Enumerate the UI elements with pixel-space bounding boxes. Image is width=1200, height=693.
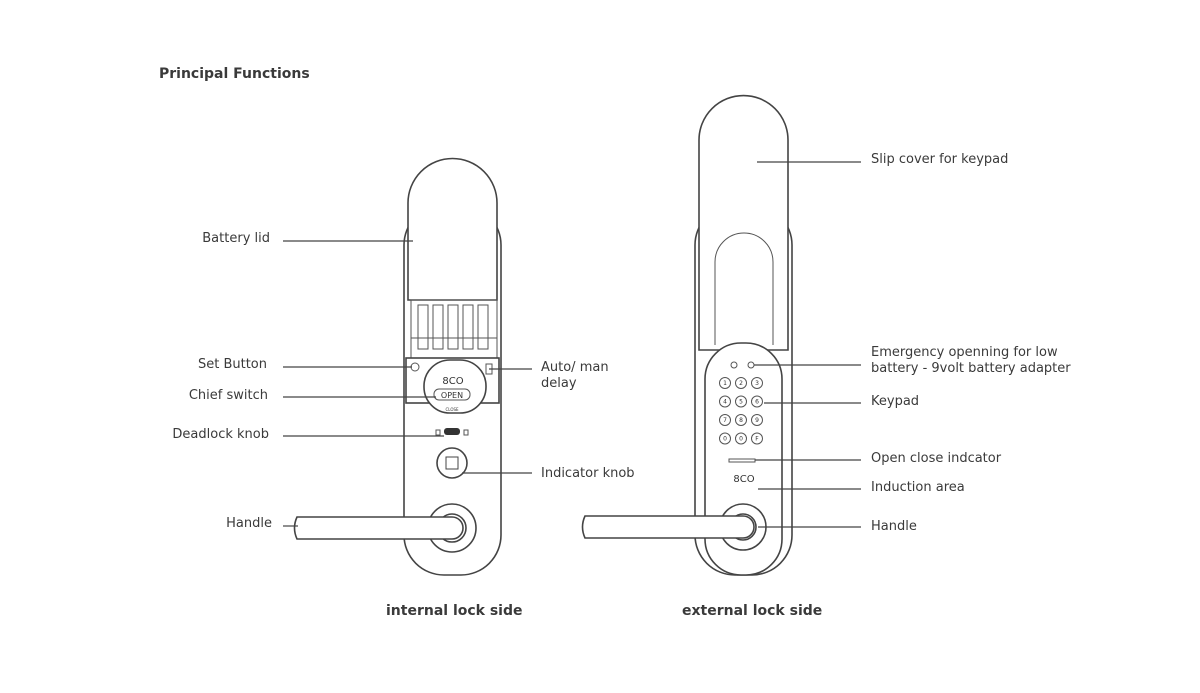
chief-switch [433,388,471,401]
internal-handle [293,516,464,540]
label-set-button: Set Button [197,357,267,372]
external-logo: 8CO [733,474,754,485]
keypad-key-label: 0 [739,436,743,443]
caption-internal: internal lock side [386,603,523,619]
keypad-key [735,432,747,445]
label-auto-man-delay-line1: Auto/ man [541,360,609,375]
keypad-key-label: 0 [723,436,727,443]
keypad-key [751,377,763,389]
external-handle [581,515,755,539]
label-slip-cover: Slip cover for keypad [871,152,1009,167]
keypad-key [719,377,731,389]
label-keypad: Keypad [871,394,920,409]
keypad-key-label: 7 [723,417,727,424]
label-open-close-indicator: Open close indcator [871,451,1002,466]
keypad-key [719,395,731,408]
keypad-key [751,414,763,426]
keypad-key-label: F [755,436,759,443]
label-auto-man-delay-line2: delay [541,376,577,391]
keypad-key-label: 8 [739,417,743,424]
keypad-key [719,432,731,445]
slip-cover [698,94,789,351]
label-chief-switch: Chief switch [188,388,268,403]
keypad-key [751,432,763,445]
chief-switch-open-text: OPEN [441,391,463,400]
label-handle-external: Handle [871,519,917,534]
label-battery-lid: Battery lid [202,231,270,246]
slip-cover-recess [714,232,774,345]
keypad-key [751,395,763,408]
keypad: 1 2 3 4 5 6 7 8 9 0 0 F [719,377,763,445]
deadlock-knob [444,428,460,435]
keypad-key-label: 1 [723,380,727,387]
internal-logo: 8CO [442,376,463,387]
lock-closed-icon [435,429,441,436]
internal-lock: 8CO OPEN CLOSE [293,157,502,576]
keypad-key-label: 9 [755,417,759,424]
battery-lid [407,157,498,301]
label-handle-internal: Handle [226,516,272,531]
emergency-opening-left [730,361,738,369]
page-title: Principal Functions [159,66,310,82]
external-lock: 1 2 3 4 5 6 7 8 9 0 0 F 8CO [581,94,793,576]
keypad-key-label: 6 [755,399,759,406]
label-auto-man-delay: Auto/ man delay [541,360,609,392]
keypad-key [719,414,731,426]
keypad-key [735,395,747,408]
label-emergency-line1: Emergency openning for low [871,345,1058,360]
label-emergency-opening: Emergency openning for low battery - 9vo… [871,345,1071,377]
keypad-key [735,414,747,426]
lock-open-icon [463,429,469,436]
label-induction-area: Induction area [871,480,965,495]
keypad-key-label: 3 [755,380,759,387]
label-emergency-line2: battery - 9volt battery adapter [871,361,1071,376]
keypad-key-label: 4 [723,399,727,406]
label-deadlock-knob: Deadlock knob [172,427,269,442]
caption-external: external lock side [682,603,823,619]
indicator-knob-grip [445,456,459,470]
keypad-key-label: 2 [739,380,743,387]
chief-switch-close-text: CLOSE [445,407,459,412]
keypad-key [735,377,747,389]
keypad-key-label: 5 [739,399,743,406]
label-indicator-knob: Indicator knob [541,466,635,481]
